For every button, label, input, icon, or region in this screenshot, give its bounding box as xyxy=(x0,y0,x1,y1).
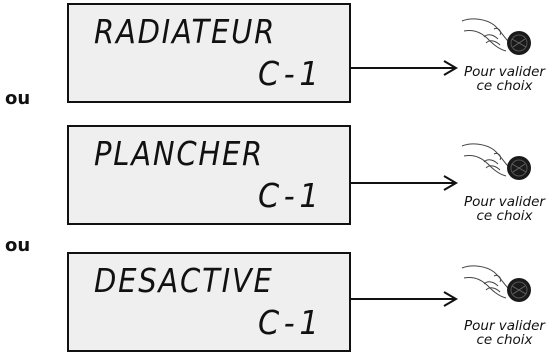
caption-line-2: ce choix xyxy=(476,78,533,94)
lcd-display-plancher: PLANCHER C-1 xyxy=(67,125,351,225)
caption-line-1: Pour valider xyxy=(464,64,545,80)
caption-line-2: ce choix xyxy=(476,332,533,348)
lcd-mode-text: PLANCHER xyxy=(94,134,265,173)
hand-pressing-knob-icon xyxy=(461,265,531,302)
lcd-display-desactive: DESACTIVE C-1 xyxy=(67,252,351,352)
lcd-mode-text: DESACTIVE xyxy=(94,261,274,300)
caption-line-1: Pour valider xyxy=(464,318,545,334)
lcd-mode-text: RADIATEUR xyxy=(94,12,277,51)
arrow-right-icon xyxy=(350,60,458,76)
hand-pressing-knob-icon xyxy=(461,143,531,180)
lcd-display-radiateur: RADIATEUR C-1 xyxy=(67,3,351,103)
lcd-code-text: C-1 xyxy=(258,303,324,342)
separator-ou: ou xyxy=(5,88,31,109)
arrow-right-icon xyxy=(350,175,458,191)
caption-line-2: ce choix xyxy=(476,208,533,224)
validation-caption: Pour valider ce choix xyxy=(450,319,559,347)
validation-caption: Pour valider ce choix xyxy=(450,195,559,223)
lcd-code-text: C-1 xyxy=(258,54,324,93)
lcd-code-text: C-1 xyxy=(258,176,324,215)
hand-pressing-knob-icon xyxy=(461,18,531,55)
separator-ou: ou xyxy=(5,235,31,256)
caption-line-1: Pour valider xyxy=(464,194,545,210)
arrow-right-icon xyxy=(350,291,458,307)
validation-caption: Pour valider ce choix xyxy=(450,65,559,93)
